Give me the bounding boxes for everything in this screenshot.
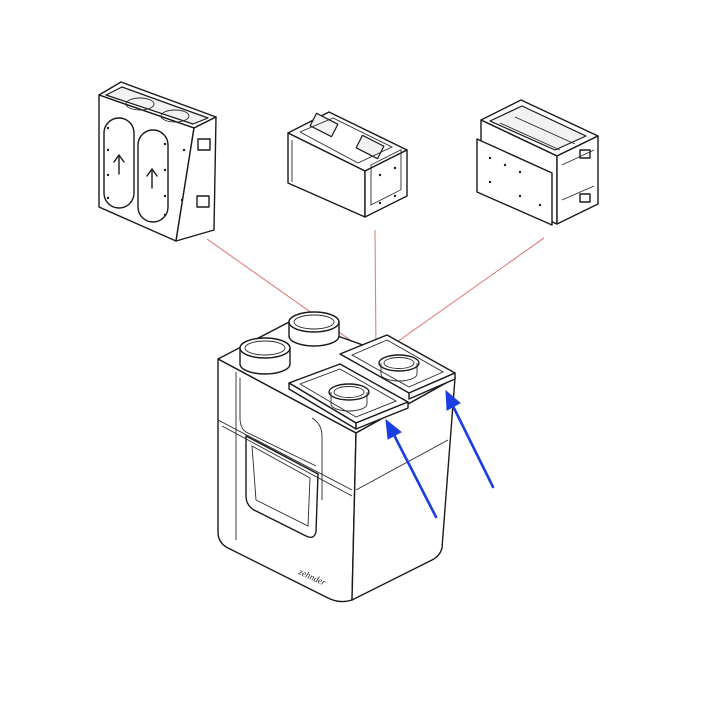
- flange-plate: [339, 334, 456, 400]
- filter-up-arrow-icon: [146, 168, 158, 189]
- duct-collar: [288, 311, 340, 347]
- filter-up-arrow-icon: [113, 154, 125, 175]
- leader-lines: [206, 229, 545, 355]
- leader-line-bypass: [379, 237, 545, 355]
- leader-line-exchanger: [374, 229, 377, 355]
- heat-exchanger-module: [287, 111, 408, 218]
- filter-module: [98, 81, 217, 242]
- pointer-arrow-icon: [445, 389, 495, 489]
- pointer-arrow-icon: [385, 418, 438, 519]
- ventilation-unit: zehnder: [217, 311, 456, 603]
- pointer-arrows: [385, 389, 495, 519]
- duct-collar: [239, 337, 291, 375]
- leader-line-filter: [206, 238, 371, 355]
- flange-plate: [288, 363, 409, 430]
- bypass-module: [476, 99, 599, 226]
